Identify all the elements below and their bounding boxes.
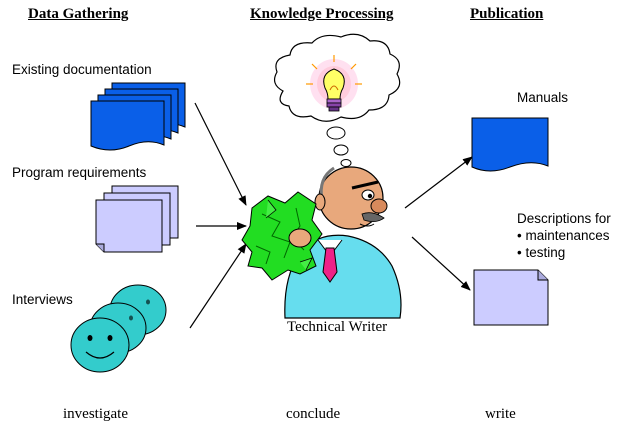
existing-documentation-icon: [90, 82, 186, 151]
label-descriptions-item-testing: • testing: [517, 245, 566, 260]
footer-investigate: investigate: [63, 406, 128, 422]
descriptions-document-icon: [473, 269, 549, 326]
money-pile-icon: [241, 191, 323, 281]
label-program-requirements: Program requirements: [12, 165, 147, 180]
manuals-document-icon: [471, 117, 549, 172]
header-publication: Publication: [470, 6, 544, 22]
label-descriptions-item-maintenances: • maintenances: [517, 228, 610, 243]
program-requirements-icon: [95, 185, 179, 253]
footer-conclude: conclude: [286, 406, 341, 422]
technical-writer-illustration: [255, 166, 402, 319]
label-manuals: Manuals: [517, 90, 569, 105]
label-technical-writer: Technical Writer: [287, 319, 388, 335]
footer-write: write: [485, 406, 516, 422]
label-descriptions-title: Descriptions for: [517, 211, 611, 226]
interviews-faces-icon: [70, 284, 167, 373]
output-arrows: [404, 156, 473, 291]
header-knowledge-processing: Knowledge Processing: [250, 6, 394, 22]
writer-hand-right: [288, 228, 312, 248]
input-arrows: [189, 102, 247, 329]
header-data-gathering: Data Gathering: [28, 6, 129, 22]
label-existing-documentation: Existing documentation: [12, 62, 152, 77]
lightbulb-icon: [306, 55, 362, 112]
label-interviews: Interviews: [12, 292, 73, 307]
